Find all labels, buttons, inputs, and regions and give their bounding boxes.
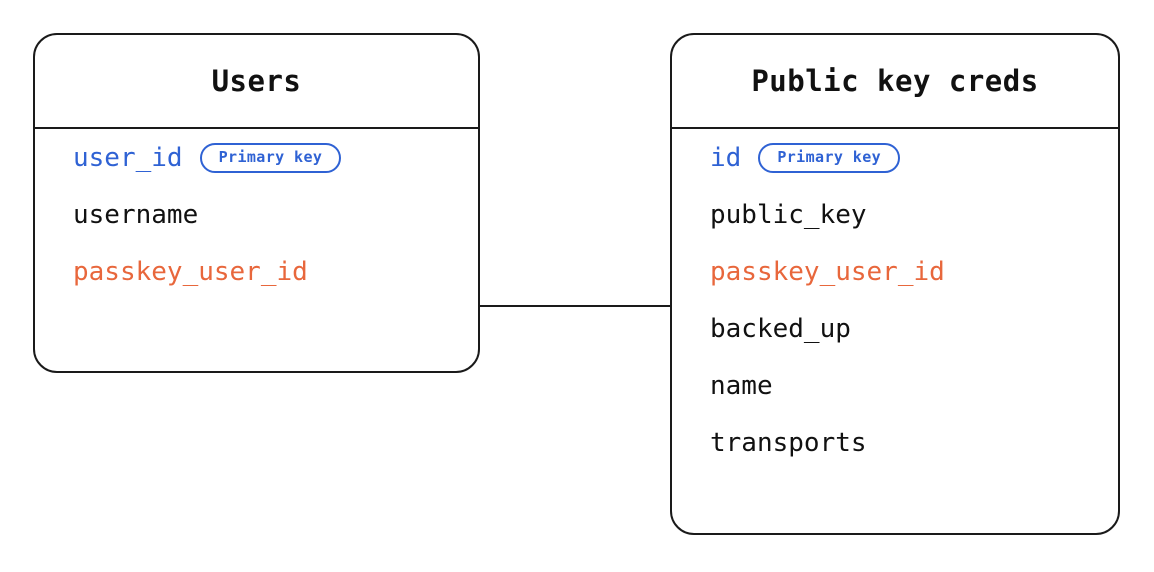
field-name-passkey-user-id: passkey_user_id <box>73 256 308 287</box>
field-name-username: username <box>73 199 199 230</box>
field-name-transports: transports <box>710 427 867 458</box>
field-row-user-id[interactable]: user_id Primary key <box>73 129 478 186</box>
field-name-user-id: user_id <box>73 142 183 173</box>
primary-key-badge: Primary key <box>199 142 342 173</box>
field-row-backed-up[interactable]: backed_up <box>710 300 1118 357</box>
primary-key-badge: Primary key <box>758 142 901 173</box>
entity-title-users: Users <box>211 64 302 98</box>
entity-box-public-key-creds[interactable]: Public key creds id Primary key public_k… <box>670 33 1120 535</box>
field-row-passkey-user-id[interactable]: passkey_user_id <box>710 243 1118 300</box>
entity-header-public-key-creds: Public key creds <box>672 35 1118 129</box>
field-name-passkey-user-id: passkey_user_id <box>710 256 945 287</box>
field-row-id[interactable]: id Primary key <box>710 129 1118 186</box>
entity-title-public-key-creds: Public key creds <box>751 64 1039 98</box>
entity-field-list-public-key-creds: id Primary key public_key passkey_user_i… <box>672 129 1118 471</box>
field-name-name: name <box>710 370 773 401</box>
field-row-transports[interactable]: transports <box>710 414 1118 471</box>
relationship-connector-line <box>480 305 670 307</box>
entity-header-users: Users <box>35 35 478 129</box>
field-name-backed-up: backed_up <box>710 313 851 344</box>
field-row-passkey-user-id[interactable]: passkey_user_id <box>73 243 478 300</box>
field-row-name[interactable]: name <box>710 357 1118 414</box>
entity-field-list-users: user_id Primary key username passkey_use… <box>35 129 478 300</box>
primary-key-badge-label: Primary key <box>777 148 882 166</box>
primary-key-badge-label: Primary key <box>218 148 323 166</box>
field-row-public-key[interactable]: public_key <box>710 186 1118 243</box>
field-name-public-key: public_key <box>710 199 867 230</box>
entity-box-users[interactable]: Users user_id Primary key username passk… <box>33 33 480 373</box>
field-name-id: id <box>710 142 742 173</box>
field-row-username[interactable]: username <box>73 186 478 243</box>
